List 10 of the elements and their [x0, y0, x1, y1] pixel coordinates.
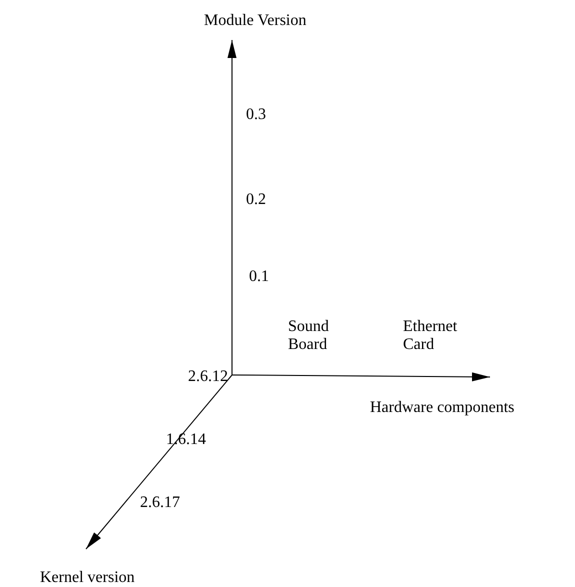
axis-title: Hardware components [370, 399, 514, 417]
category-label: Sound Board [288, 318, 330, 354]
tick-label: 0.3 [246, 106, 266, 124]
axis-title: Kernel version [40, 569, 135, 587]
tick-label: 0.1 [249, 268, 269, 286]
category-label: Ethernet Card [403, 318, 458, 354]
axis-title: Module Version [204, 12, 306, 30]
tick-label: 2.6.17 [140, 494, 180, 512]
tick-label: 2.6.12 [188, 368, 228, 386]
tick-label: 0.2 [246, 191, 266, 209]
